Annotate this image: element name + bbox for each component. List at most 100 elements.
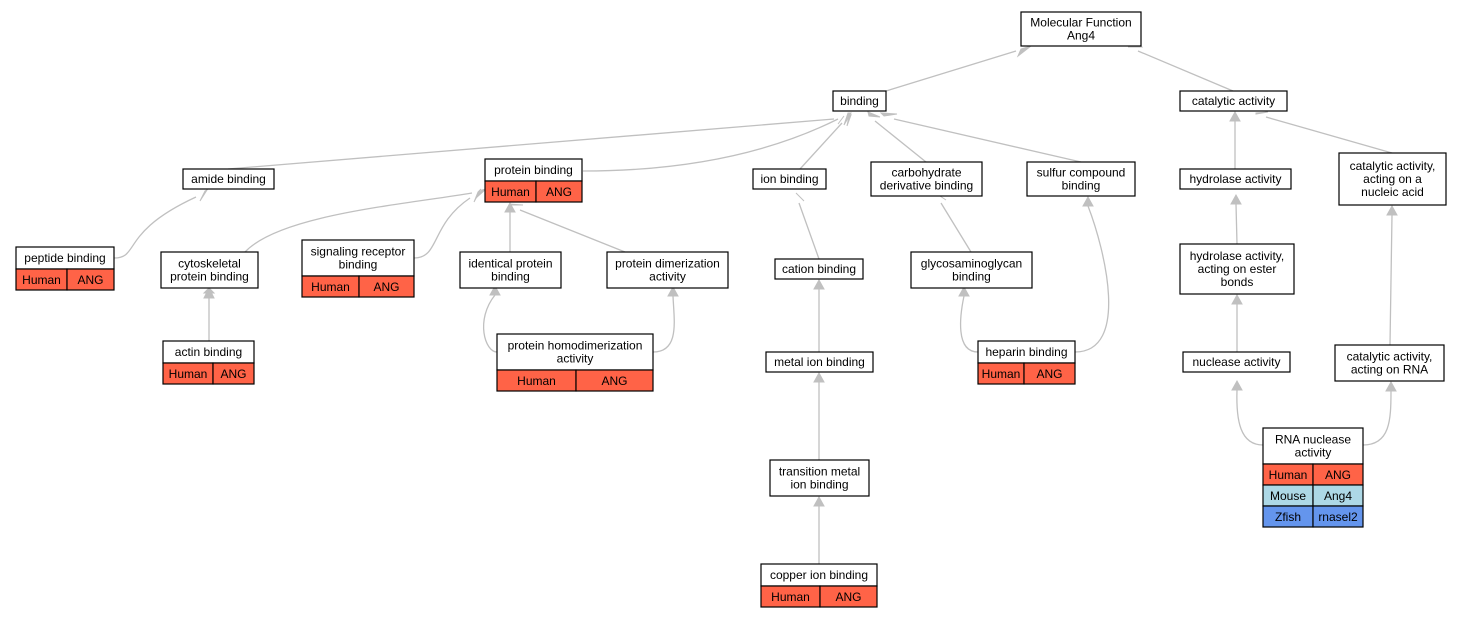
arrowhead: [475, 188, 487, 199]
gene-cell: [575, 369, 654, 392]
term-label-line: binding: [491, 270, 530, 284]
term-box: [774, 258, 864, 280]
term-label-line: cytoskeletal: [178, 257, 241, 271]
species-label: Human: [491, 185, 530, 199]
term-label-line: ion binding: [790, 478, 848, 492]
gene-label: ANG: [220, 367, 246, 381]
term-label-line: activity: [649, 270, 686, 284]
edge-catalytic-activity: [1127, 45, 1234, 92]
edge-line: [940, 202, 972, 253]
edge-rna-nuclease-activity-l: [1231, 379, 1264, 446]
edge-line: [413, 197, 471, 259]
arrowhead: [1386, 204, 1398, 216]
edge-amide-binding: [227, 115, 845, 170]
species-label: Zfish: [1275, 510, 1301, 524]
arrowhead: [837, 115, 845, 125]
edge-actin-binding: [203, 286, 215, 341]
species-label: Human: [517, 374, 556, 388]
arrowhead: [867, 111, 881, 118]
edge-line: [1074, 205, 1110, 353]
gene-label: ANG: [1325, 468, 1351, 482]
edge-line: [483, 294, 498, 353]
term-label-line: RNA nuclease: [1275, 433, 1351, 447]
go-term-catalytic-activity[interactable]: catalytic activity: [1179, 90, 1288, 112]
arrowhead: [846, 113, 852, 127]
term-label-line: peptide binding: [24, 251, 105, 265]
arrowhead: [795, 192, 805, 202]
arrowhead: [667, 285, 679, 297]
edge-hydrolase-activity-ester: [1230, 193, 1242, 245]
term-box: [606, 251, 729, 289]
edge-protein-homodimerization-activity-r: [652, 285, 679, 353]
arrowhead: [958, 285, 970, 297]
arrowhead: [504, 201, 516, 213]
term-box: [910, 251, 1033, 289]
term-box: [182, 168, 275, 190]
term-box: [496, 333, 654, 371]
edge-line: [1236, 389, 1264, 446]
edge-ion-binding: [799, 113, 852, 170]
term-label-line: Molecular Function: [1030, 16, 1131, 30]
edge-line: [1389, 214, 1393, 346]
arrowhead: [1255, 111, 1269, 115]
edge-protein-homodimerization-activity-l: [483, 284, 501, 353]
edge-catalytic-activity-rna: [1386, 204, 1398, 346]
term-box: [832, 90, 887, 112]
arrowhead: [473, 188, 482, 203]
go-term-ion-binding[interactable]: ion binding: [752, 168, 827, 190]
term-box: [301, 239, 415, 277]
edge-signaling-receptor-binding: [413, 188, 482, 259]
term-label-line: binding: [952, 270, 991, 284]
go-term-binding[interactable]: binding: [832, 90, 887, 112]
go-term-catalytic-activity-rna[interactable]: catalytic activity,acting on RNA: [1334, 344, 1445, 382]
term-label-line: amide binding: [191, 172, 266, 186]
arrowhead: [1231, 293, 1243, 305]
arrowhead: [813, 278, 825, 290]
term-label-line: protein homodimerization: [508, 339, 643, 353]
go-term-hydrolase-activity[interactable]: hydrolase activity: [1179, 168, 1292, 190]
term-label-line: protein binding: [170, 270, 249, 284]
term-label-line: heparin binding: [985, 345, 1067, 359]
term-label-line: Ang4: [1067, 29, 1095, 43]
term-label-line: activity: [1295, 446, 1332, 460]
edge-rna-nuclease-activity-r: [1362, 380, 1397, 446]
go-term-amide-binding[interactable]: amide binding: [182, 168, 275, 190]
edge-line: [227, 118, 835, 170]
arrowhead: [813, 495, 825, 507]
arrowhead: [489, 284, 501, 296]
term-label-line: binding: [339, 258, 378, 272]
term-label-line: ion binding: [760, 172, 818, 186]
go-term-cation-binding[interactable]: cation binding: [774, 258, 864, 280]
term-label-line: nuclease activity: [1192, 355, 1280, 369]
arrowhead: [1231, 379, 1243, 391]
arrowhead: [1230, 193, 1242, 205]
go-term-metal-ion-binding[interactable]: metal ion binding: [765, 351, 874, 373]
term-box: [1262, 427, 1364, 465]
term-box: [1179, 90, 1288, 112]
term-label-line: binding: [1062, 179, 1101, 193]
edge-line: [959, 295, 979, 353]
term-label-line: metal ion binding: [774, 355, 865, 369]
go-term-nuclease-activity[interactable]: nuclease activity: [1182, 351, 1291, 373]
term-box: [1182, 351, 1291, 373]
edge-line: [582, 118, 839, 172]
